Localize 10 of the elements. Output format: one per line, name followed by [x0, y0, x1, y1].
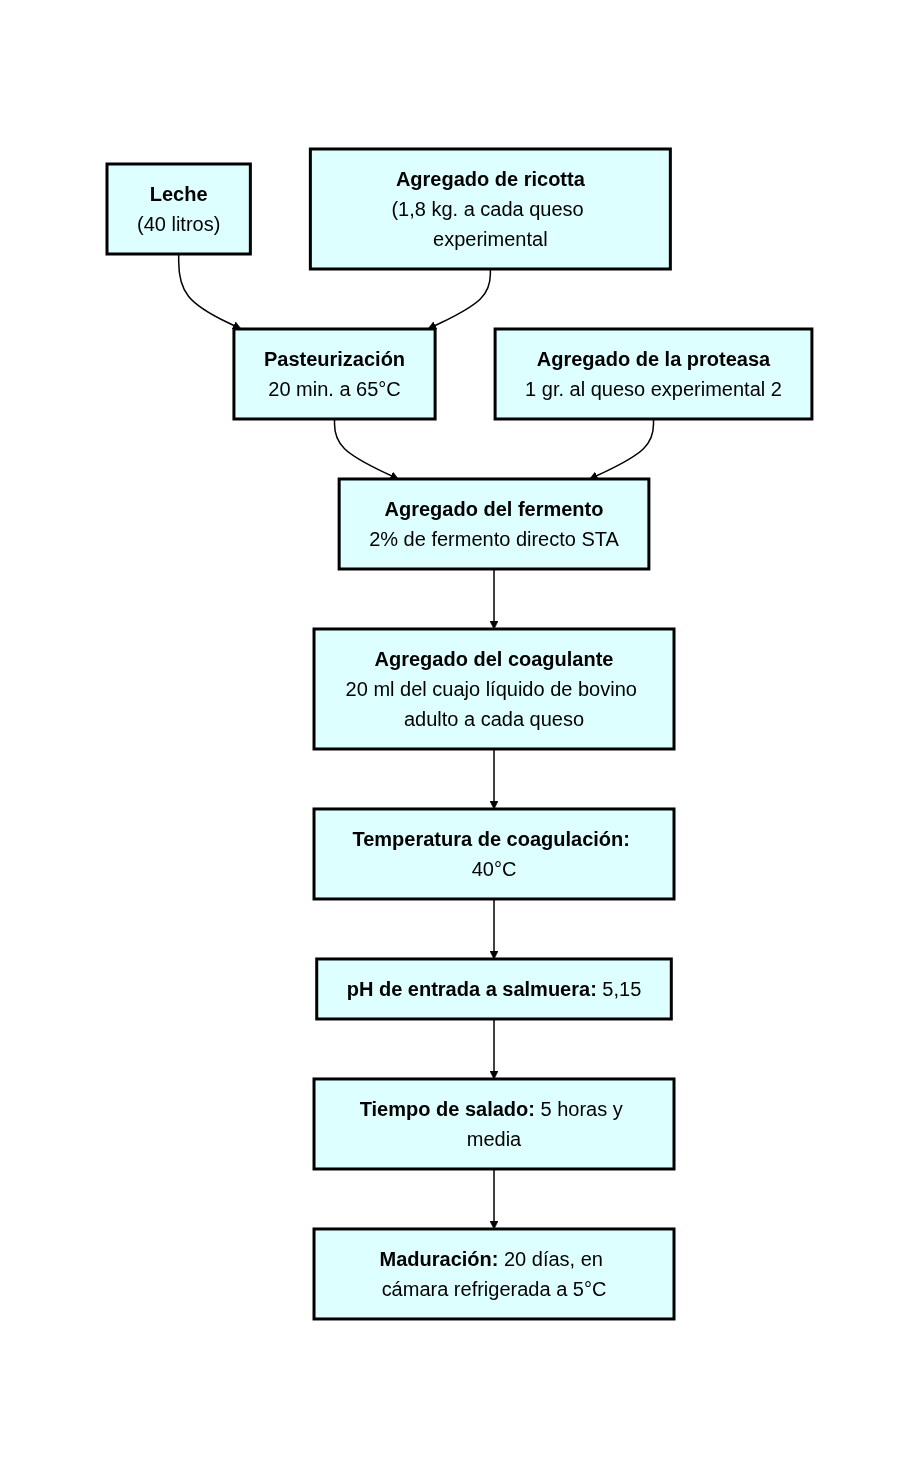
node-box: Tiempo de salado: 5 horas y media [312, 1077, 676, 1170]
node-box: Agregado del fermento 2% de fermento directo STA [337, 477, 650, 570]
node-box: Agregado del coagulante 20 ml del cuajo líquido de bovino adulto a cada queso [312, 627, 676, 750]
node-box: pH de entrada a salmuera: 5,15 [314, 957, 673, 1020]
node-box: Temperatura de coagulación: 40°C [312, 807, 676, 900]
node-box: Agregado de ricotta (1,8 kg. a cada queso experimental [308, 147, 672, 270]
node-box: Agregado de la proteasa 1 gr. al queso experimental 2 [493, 327, 813, 420]
node-box: Maduración: 20 días, en cámara refrigerada a 5°C [312, 1227, 676, 1320]
node-box: Pasteurización 20 min. a 65°C [231, 327, 437, 420]
node-box: Leche (40 litros) [105, 162, 252, 255]
